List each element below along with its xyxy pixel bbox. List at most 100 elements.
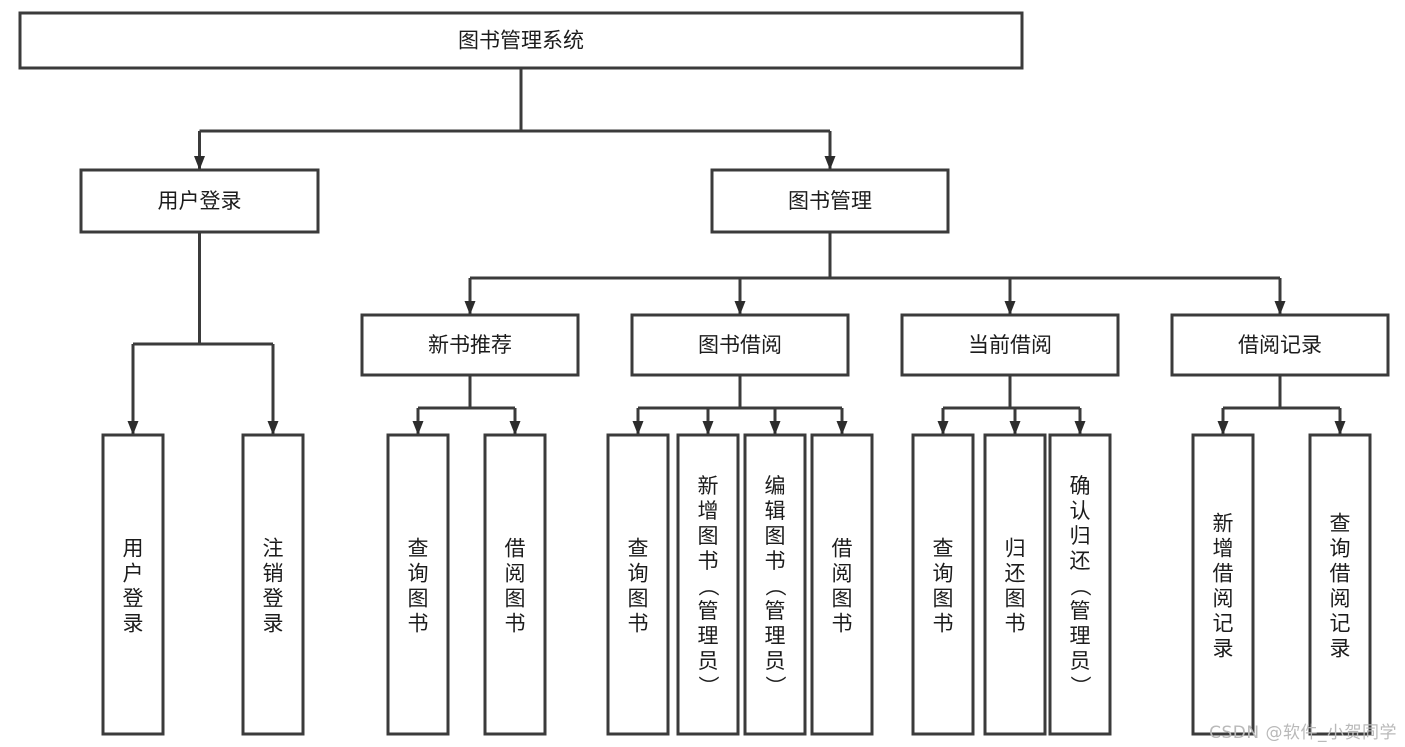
node-label-char: 增 <box>698 499 719 523</box>
node-book-borrow[interactable]: 图书借阅 <box>630 313 850 377</box>
node-label-char: 还 <box>1070 549 1091 573</box>
node-label-char: 查 <box>1330 512 1351 536</box>
node-box[interactable] <box>1191 433 1255 736</box>
node-box[interactable] <box>1308 433 1372 736</box>
node-box[interactable] <box>900 313 1120 377</box>
node-box[interactable] <box>79 168 320 234</box>
node-box[interactable] <box>101 433 165 736</box>
node-label-char: 书 <box>832 612 853 636</box>
node-label-char: 查 <box>408 537 429 561</box>
node-leaf-user-login[interactable]: 用户登录 <box>101 433 165 736</box>
node-label-char: 新 <box>698 474 719 498</box>
node-label-char: 书 <box>933 612 954 636</box>
arrow-head-icon <box>194 156 205 170</box>
node-label-char: 辑 <box>765 499 786 523</box>
node-current-borrow[interactable]: 当前借阅 <box>900 313 1120 377</box>
arrow-head-icon <box>836 421 848 435</box>
node-box[interactable] <box>386 433 450 736</box>
node-label-char: 借 <box>1213 562 1234 586</box>
node-label-char: 图 <box>408 587 429 611</box>
node-layer: 图书管理系统用户登录图书管理新书推荐图书借阅当前借阅借阅记录用户登录注销登录查询… <box>18 11 1390 736</box>
node-label-char: ） <box>1068 676 1092 697</box>
node-box[interactable] <box>606 433 670 736</box>
node-label-char: 图 <box>933 587 954 611</box>
node-root[interactable]: 图书管理系统 <box>18 11 1024 70</box>
node-user-login[interactable]: 用户登录 <box>79 168 320 234</box>
node-label-char: 归 <box>1070 524 1091 548</box>
node-label-char: 登 <box>263 587 284 611</box>
node-box[interactable] <box>810 433 874 736</box>
node-label-char: 图 <box>628 587 649 611</box>
arrow-head-icon <box>769 421 781 435</box>
node-label: 借阅记录 <box>1238 333 1322 357</box>
node-label-char: （ <box>696 576 720 597</box>
node-label: 用户登录 <box>158 189 242 213</box>
node-label-char: 归 <box>1005 537 1026 561</box>
node-label-char: 借 <box>1330 562 1351 586</box>
node-label-char: 销 <box>263 562 284 586</box>
node-label-char: 借 <box>505 537 526 561</box>
node-label-char: 阅 <box>1213 587 1234 611</box>
node-box[interactable] <box>911 433 975 736</box>
node-new-book-rec[interactable]: 新书推荐 <box>360 313 580 377</box>
node-label-char: 询 <box>628 562 649 586</box>
node-label-char: 员 <box>1070 649 1091 673</box>
node-label-char: 录 <box>1330 637 1351 661</box>
node-box[interactable] <box>1048 433 1112 736</box>
node-label-char: ） <box>763 676 787 697</box>
arrow-head-icon <box>1217 421 1229 435</box>
node-box[interactable] <box>483 433 547 736</box>
arrow-head-icon <box>1074 421 1086 435</box>
node-label-char: 查 <box>933 537 954 561</box>
node-box[interactable] <box>1170 313 1390 377</box>
node-box[interactable] <box>630 313 850 377</box>
node-label-char: 书 <box>698 549 719 573</box>
node-label-char: 图 <box>765 524 786 548</box>
node-label-char: （ <box>1068 576 1092 597</box>
arrow-head-icon <box>632 421 644 435</box>
node-label-char: 书 <box>628 612 649 636</box>
node-label-char: 注 <box>263 537 284 561</box>
node-label-char: 书 <box>765 549 786 573</box>
node-label-char: 理 <box>1070 624 1091 648</box>
node-label-char: 书 <box>1005 612 1026 636</box>
node-book-manage[interactable]: 图书管理 <box>710 168 950 234</box>
node-label-char: 阅 <box>1330 587 1351 611</box>
node-label-char: 录 <box>263 612 284 636</box>
node-label-char: 图 <box>698 524 719 548</box>
node-box[interactable] <box>360 313 580 377</box>
node-label-char: 员 <box>765 649 786 673</box>
node-box[interactable] <box>983 433 1047 736</box>
node-label-char: 图 <box>832 587 853 611</box>
arrow-head-icon <box>824 156 836 170</box>
node-box[interactable] <box>676 433 740 736</box>
node-box[interactable] <box>743 433 807 736</box>
node-label-char: 阅 <box>505 562 526 586</box>
node-label-char: 用 <box>123 537 144 561</box>
node-label-char: 管 <box>698 599 719 623</box>
arrow-head-icon <box>1009 421 1021 435</box>
node-label-char: 编 <box>765 474 786 498</box>
node-label-char: 查 <box>628 537 649 561</box>
node-label: 图书管理系统 <box>458 29 584 53</box>
node-box[interactable] <box>18 11 1024 70</box>
node-box[interactable] <box>241 433 305 736</box>
node-borrow-record[interactable]: 借阅记录 <box>1170 313 1390 377</box>
node-label-char: 理 <box>765 624 786 648</box>
arrow-head-icon <box>464 301 476 315</box>
node-label-char: 增 <box>1213 537 1234 561</box>
node-box[interactable] <box>710 168 950 234</box>
arrow-head-icon <box>1274 301 1286 315</box>
